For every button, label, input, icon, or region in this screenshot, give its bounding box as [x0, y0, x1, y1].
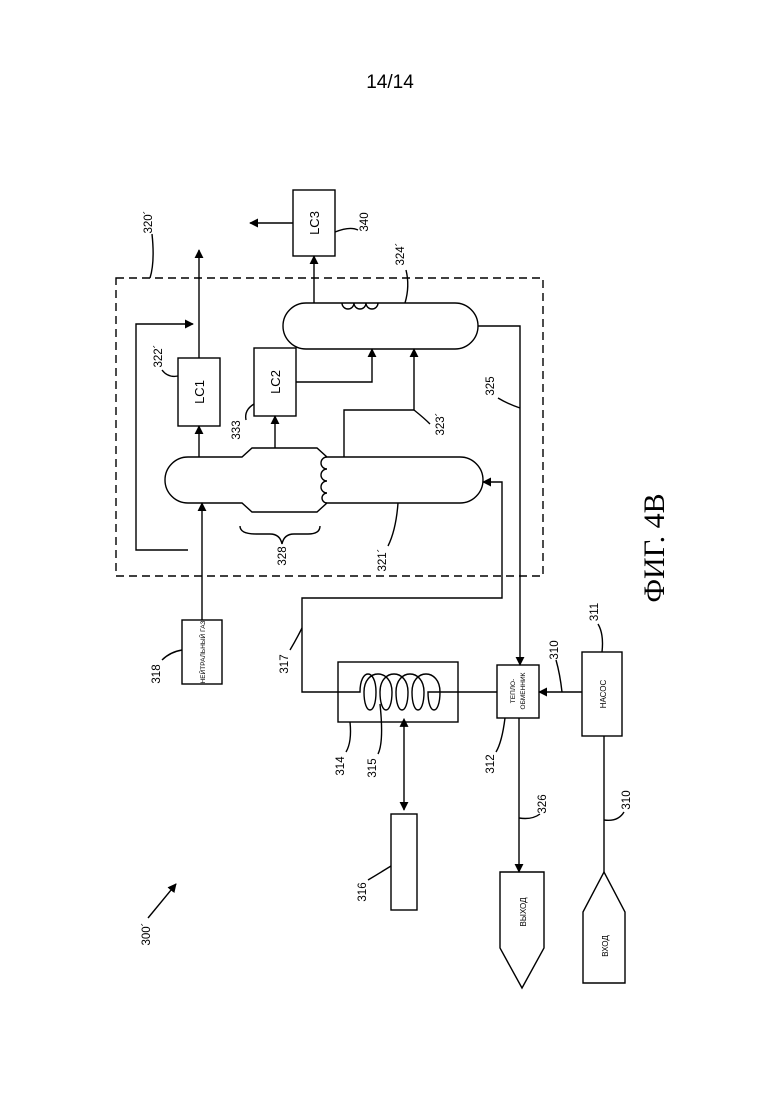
figure-caption: ФИГ. 4В [638, 493, 671, 602]
ref-316: 316 [357, 882, 369, 901]
inert-gas-label: НЕЙТРАЛЬНЫЙ ГАЗ [198, 621, 207, 684]
ref-310-top: 310 [549, 640, 561, 659]
pump-label: НАСОС [599, 680, 608, 709]
ref-325: 325 [485, 376, 497, 395]
ref-333: 333 [231, 420, 243, 439]
ref-321: 321´ [377, 548, 389, 571]
leader-312 [496, 718, 505, 752]
heat-exchanger-label-line1: ТЕПЛО- [510, 679, 517, 703]
lc1-label: LC1 [192, 380, 207, 404]
ref-323: 323´ [435, 412, 447, 435]
ref-314: 314 [335, 756, 347, 776]
leader-317 [290, 628, 302, 650]
stream-transfer [344, 349, 414, 457]
lc3-label: LC3 [307, 211, 322, 235]
ref-320: 320´ [143, 210, 155, 233]
reactor-assembly-boundary [116, 278, 543, 576]
zone-brace [240, 526, 320, 544]
leader-316 [368, 866, 391, 880]
leader-326 [519, 814, 540, 819]
leader-311 [598, 624, 603, 652]
heater-coil [347, 674, 449, 710]
leader-310b [604, 812, 624, 820]
leader-320 [150, 234, 153, 278]
outlet-label: ВЫХОД [519, 897, 528, 927]
ref-311: 311 [589, 603, 601, 621]
outlet-shape [500, 872, 544, 988]
ref-324: 324´ [395, 242, 407, 265]
leader-323 [414, 410, 430, 424]
ref-310-bottom: 310 [621, 790, 633, 809]
heat-exchanger-label-line2: ОБМЕННИК [520, 672, 527, 709]
ref-312: 312 [485, 754, 497, 773]
leader-333 [246, 404, 254, 420]
stream-heater-out [302, 482, 502, 692]
leader-324 [405, 270, 408, 303]
inlet-label: ВХОД [601, 935, 610, 957]
reactor-2-vessel [283, 303, 478, 349]
system-ref-arrow [148, 884, 176, 918]
lc2-label: LC2 [268, 370, 283, 394]
leader-315 [378, 704, 382, 754]
leader-340 [335, 228, 358, 232]
reactor-2-coil [342, 303, 378, 309]
ref-315: 315 [367, 758, 379, 777]
leader-322 [162, 370, 178, 376]
heat-exchanger-box [497, 665, 539, 718]
stream-lc2-to-r2 [296, 349, 372, 382]
leader-318 [162, 650, 182, 660]
reactor-1-coil [321, 457, 327, 503]
controller-box [391, 814, 417, 910]
leader-310a [556, 660, 562, 692]
ref-300: 300´ [141, 922, 153, 945]
ref-322: 322´ [153, 344, 165, 367]
inlet-shape [583, 872, 625, 983]
ref-340: 340 [359, 212, 371, 231]
ref-317: 317 [279, 654, 291, 673]
leader-321 [388, 503, 398, 546]
leader-314 [346, 722, 351, 752]
leader-325 [498, 398, 520, 408]
ref-326: 326 [537, 794, 549, 813]
ref-328: 328 [277, 546, 289, 565]
ref-318: 318 [151, 664, 163, 683]
